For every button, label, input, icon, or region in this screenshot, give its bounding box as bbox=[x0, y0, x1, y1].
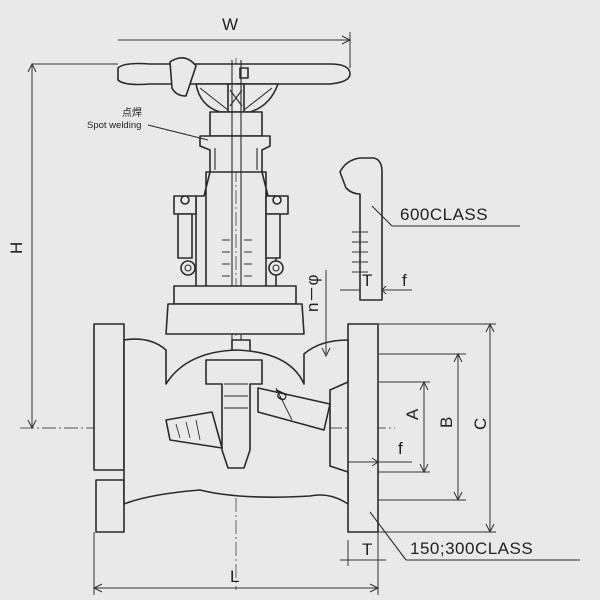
dim-f-bottom-label: f bbox=[398, 439, 403, 458]
dim-f-top-label: f bbox=[402, 271, 407, 290]
dim-L-label: L bbox=[230, 567, 239, 586]
dim-C: C bbox=[378, 322, 496, 534]
dim-T-bottom-label: T bbox=[362, 540, 372, 559]
dim-W-label: W bbox=[222, 15, 238, 34]
spot-welding-callout: 点焊 Spot welding bbox=[87, 107, 209, 141]
dim-T-bottom: T bbox=[340, 540, 386, 566]
yoke bbox=[173, 171, 289, 297]
dim-L: L bbox=[92, 532, 380, 595]
dim-B-label: B bbox=[437, 417, 456, 428]
class600-label: 600CLASS bbox=[400, 205, 488, 224]
dim-H: H bbox=[7, 62, 118, 430]
dim-W: W bbox=[118, 15, 352, 68]
dim-H-label: H bbox=[7, 242, 26, 254]
spot-welding-en-label: Spot welding bbox=[87, 120, 141, 131]
n-phi-callout: n－φ bbox=[303, 270, 331, 358]
yoke-nut bbox=[199, 111, 271, 173]
handwheel bbox=[117, 57, 351, 113]
dim-C-label: C bbox=[471, 418, 490, 430]
class150-300-callout: 150;300CLASS bbox=[369, 511, 580, 561]
dim-B: B bbox=[378, 352, 466, 502]
class150-300-label: 150;300CLASS bbox=[410, 539, 533, 558]
valve-body bbox=[93, 323, 379, 533]
spot-welding-cn-label: 点焊 bbox=[122, 107, 142, 119]
dim-A: A bbox=[378, 380, 430, 474]
dim-A-label: A bbox=[403, 408, 422, 420]
dim-f-bottom: f bbox=[348, 439, 412, 467]
dim-n-phi-label: n－φ bbox=[303, 275, 322, 312]
dim-T-top-label: T bbox=[362, 271, 372, 290]
class600-flange-detail: 600CLASS T f bbox=[339, 157, 520, 301]
